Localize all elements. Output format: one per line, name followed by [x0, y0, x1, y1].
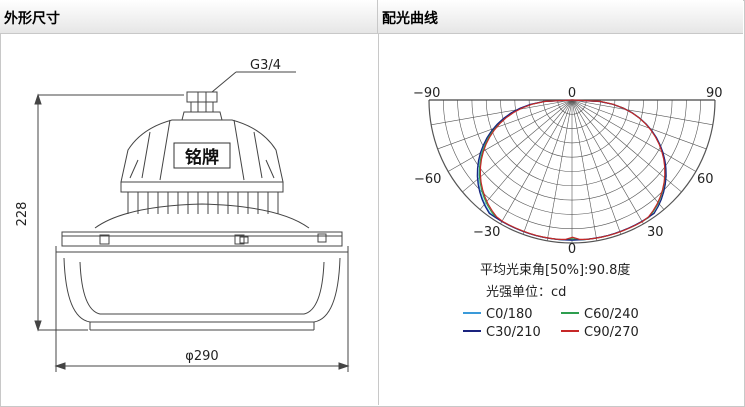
legend-label-c90: C90/270	[584, 325, 639, 340]
legend-label-c60: C60/240	[584, 307, 639, 322]
polar-spoke	[571, 99, 622, 235]
angle-label-low-right: 30	[647, 225, 664, 240]
polar-spoke	[571, 99, 696, 172]
angle-label-top-left: −90	[413, 86, 440, 101]
distribution-curves	[476, 99, 667, 241]
light-distribution-header: 配光曲线	[378, 0, 743, 34]
polar-spoke	[571, 99, 713, 126]
angle-label-top-center: 0	[568, 86, 576, 101]
polar-spoke	[479, 99, 573, 210]
angle-label-low-center: 0	[568, 242, 576, 257]
legend-label-c0: C0/180	[486, 307, 533, 322]
dimensions-header: 外形尺寸	[0, 0, 378, 34]
intensity-unit-text: 光强单位：cd	[486, 285, 566, 300]
polar-spoke	[571, 99, 665, 210]
polar-spoke	[431, 99, 573, 126]
legend: C0/180 C60/240 C30/210 C90/270	[463, 307, 639, 340]
polar-spoke	[571, 99, 682, 193]
angle-label-top-right: 90	[706, 86, 723, 101]
beam-angle-text: 平均光束角[50%]:90.8度	[480, 262, 630, 278]
width-dimension-label: φ290	[185, 349, 218, 364]
distribution-curve-c30-210	[476, 99, 667, 241]
nameplate-label: 铭牌	[185, 147, 219, 168]
polar-spoke	[522, 99, 573, 235]
legend-label-c30: C30/210	[486, 325, 541, 340]
polar-spoke	[571, 99, 644, 224]
distribution-curve-c90-270	[479, 99, 666, 240]
dimensions-title: 外形尺寸	[4, 11, 60, 27]
angle-label-mid-right: 60	[697, 172, 714, 187]
panel-divider	[378, 34, 379, 405]
polar-spoke	[546, 99, 573, 241]
angle-label-mid-left: −60	[414, 172, 441, 187]
polar-spoke	[571, 99, 598, 241]
height-dimension-label: 228	[15, 202, 30, 227]
thread-size-label: G3/4	[250, 58, 281, 73]
polar-spoke	[437, 99, 573, 150]
lamp-dimension-drawing: G3/4 铭牌 228 φ290	[15, 58, 350, 372]
polar-grid	[428, 99, 716, 244]
light-distribution-polar-chart: −90 0 90 −60 60 −30 0 30 平均光束角[50%]:90.8…	[413, 86, 723, 340]
polar-spoke	[448, 99, 573, 172]
angle-label-low-left: −30	[473, 225, 500, 240]
polar-spoke	[571, 99, 707, 150]
light-distribution-title: 配光曲线	[382, 11, 438, 27]
polar-spoke	[500, 99, 573, 224]
